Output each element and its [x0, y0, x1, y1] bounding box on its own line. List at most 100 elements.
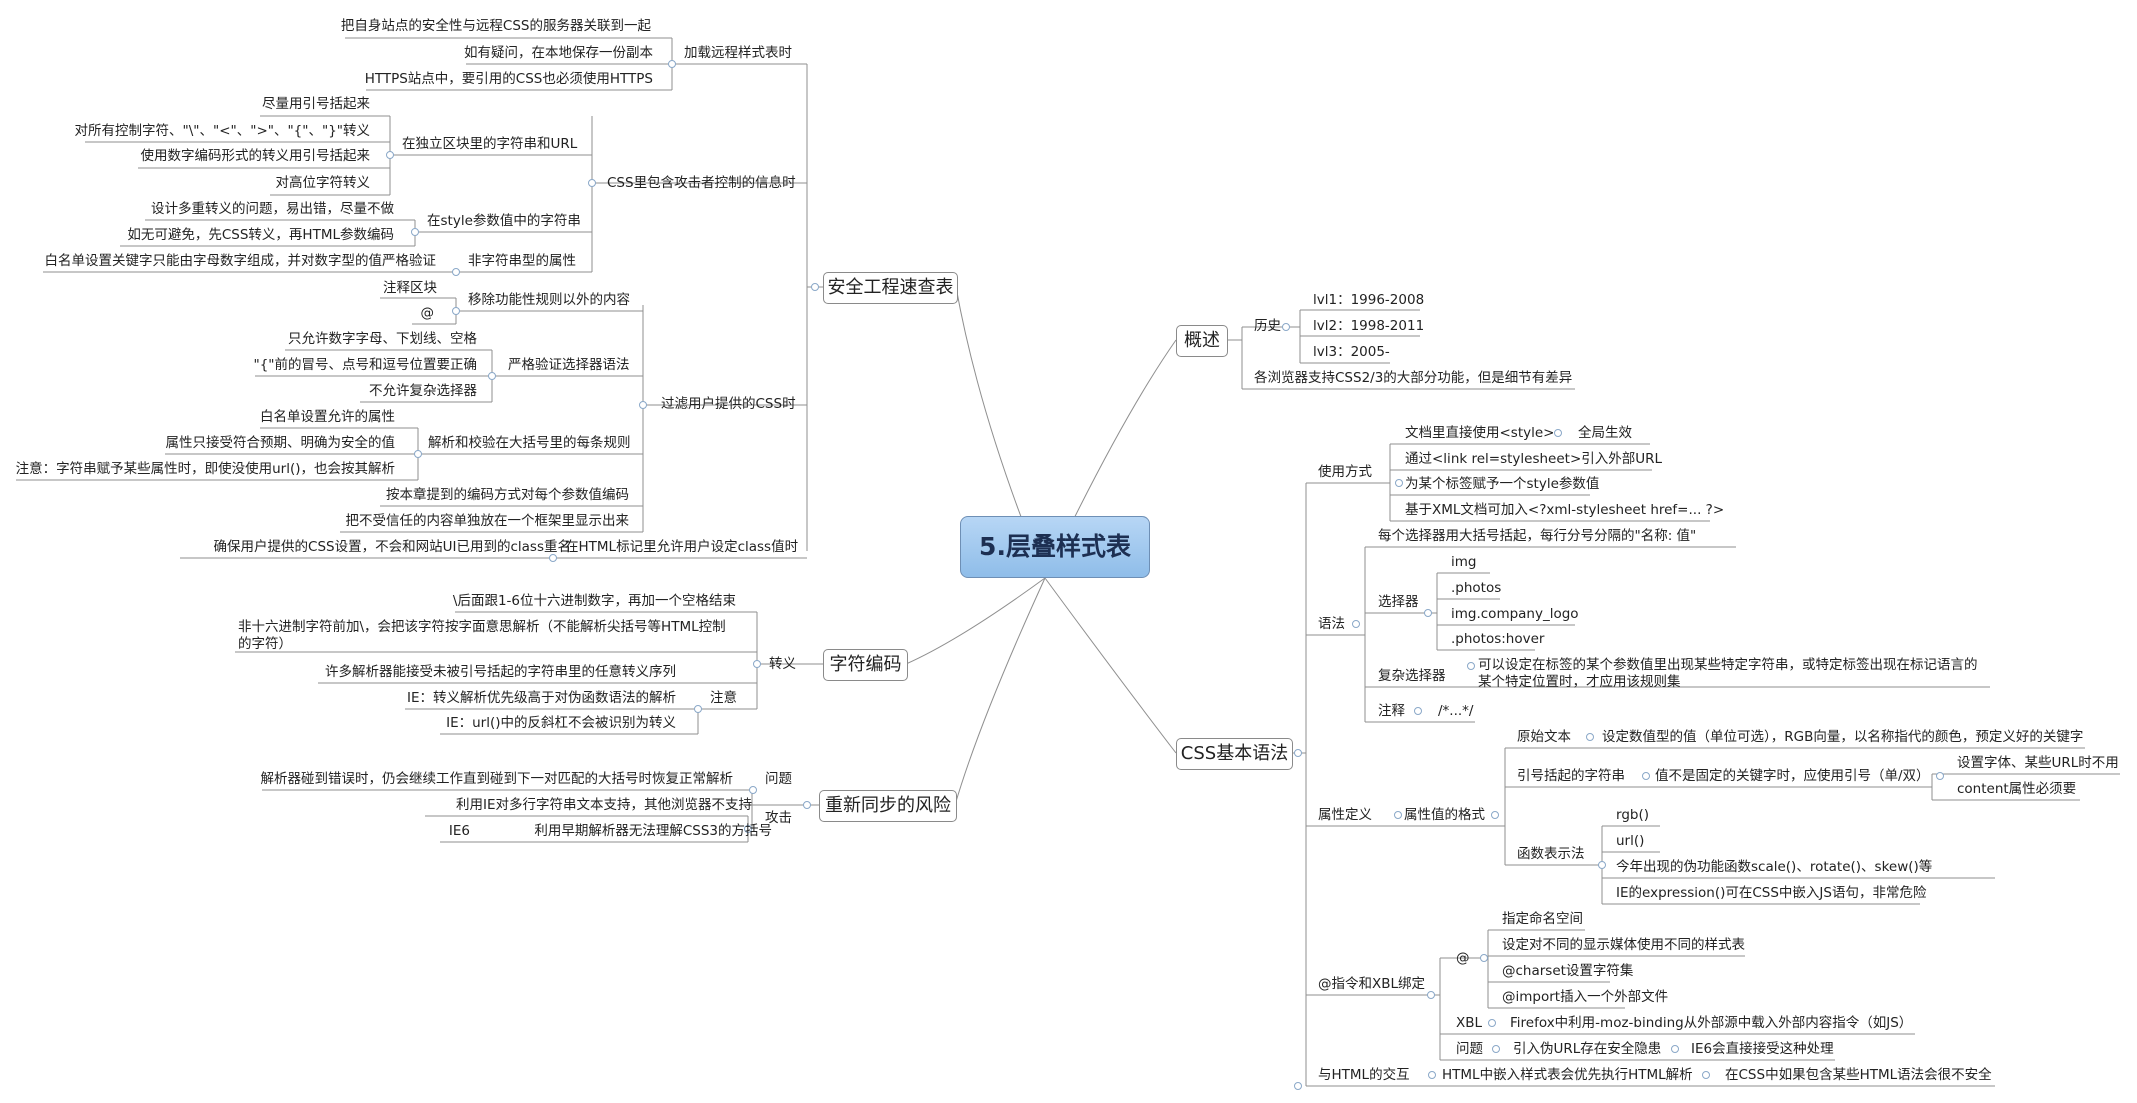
node-lvl1[interactable]: lvl1：1996-2008: [1313, 292, 1425, 308]
collapse-toggle-icon[interactable]: [414, 450, 422, 458]
node-avoid-multi-escape[interactable]: 设计多重转义的问题，易出错，尽量不做: [151, 201, 394, 217]
collapse-toggle-icon[interactable]: [694, 705, 702, 713]
collapse-toggle-icon[interactable]: [1294, 749, 1302, 757]
node-xbl[interactable]: XBL: [1456, 1015, 1483, 1031]
branch-css-basic-syntax[interactable]: CSS基本语法: [1176, 738, 1293, 770]
collapse-toggle-icon[interactable]: [1428, 1071, 1436, 1079]
node-filter-user-css[interactable]: 过滤用户提供的CSS时: [661, 396, 796, 412]
node-avoid-class-collision[interactable]: 确保用户提供的CSS设置，不会和网站UI已用到的class重名: [213, 539, 571, 555]
collapse-toggle-icon[interactable]: [452, 307, 460, 315]
collapse-toggle-icon[interactable]: [1586, 733, 1594, 741]
node-raw-text[interactable]: 原始文本: [1517, 729, 1571, 745]
collapse-toggle-icon[interactable]: [1554, 429, 1562, 437]
node-history[interactable]: 历史: [1254, 318, 1281, 334]
node-lvl3[interactable]: lvl3：2005-: [1313, 344, 1390, 360]
node-complex-selector-desc[interactable]: 可以设定在标签的某个参数值里出现某些特定字符串，或特定标签出现在标记语言的某个特…: [1478, 657, 1978, 690]
node-quote-strings[interactable]: 尽量用引号括起来: [262, 96, 370, 112]
collapse-toggle-icon[interactable]: [753, 660, 761, 668]
node-loading-remote-stylesheet[interactable]: 加载远程样式表时: [684, 45, 792, 61]
collapse-toggle-icon[interactable]: [668, 60, 676, 68]
node-escape[interactable]: 转义: [769, 656, 796, 672]
collapse-toggle-icon[interactable]: [1488, 1019, 1496, 1027]
node-fn-url[interactable]: url(): [1616, 833, 1645, 849]
node-parse-each-rule[interactable]: 解析和校验在大括号里的每条规则: [428, 435, 631, 451]
node-hex-escape[interactable]: \后面跟1-6位十六进制数字，再加一个空格结束: [452, 593, 736, 609]
collapse-toggle-icon[interactable]: [549, 554, 557, 562]
node-remote-css-security[interactable]: 把自身站点的安全性与远程CSS的服务器关联到一起: [340, 18, 651, 34]
collapse-toggle-icon[interactable]: [1414, 707, 1422, 715]
collapse-toggle-icon[interactable]: [1395, 479, 1403, 487]
node-https-css[interactable]: HTTPS站点中，要引用的CSS也必须使用HTTPS: [364, 71, 653, 87]
collapse-toggle-icon[interactable]: [1467, 662, 1475, 670]
node-keep-local-copy[interactable]: 如有疑问，在本地保存一份副本: [464, 45, 653, 61]
node-attacker-controlled-css[interactable]: CSS里包含攻击者控制的信息时: [607, 175, 796, 191]
node-syntax[interactable]: 语法: [1318, 616, 1345, 632]
node-fonts-urls-no-quotes[interactable]: 设置字体、某些URL时不用: [1957, 755, 2119, 771]
collapse-toggle-icon[interactable]: [1282, 323, 1290, 331]
node-validate-selectors[interactable]: 严格验证选择器语法: [508, 357, 630, 373]
collapse-toggle-icon[interactable]: [749, 786, 757, 794]
branch-security-cheatsheet[interactable]: 安全工程速查表: [823, 272, 958, 304]
node-usage[interactable]: 使用方式: [1318, 464, 1372, 480]
collapse-toggle-icon[interactable]: [588, 179, 596, 187]
node-fn-rgb[interactable]: rgb(): [1616, 807, 1649, 823]
node-comments[interactable]: 注释: [1378, 703, 1405, 719]
collapse-toggle-icon[interactable]: [1598, 861, 1606, 869]
node-quoted-strings[interactable]: 引号括起的字符串: [1517, 768, 1625, 784]
node-ie6[interactable]: IE6: [448, 823, 470, 839]
node-import[interactable]: @import插入一个外部文件: [1502, 989, 1669, 1005]
node-moz-binding[interactable]: Firefox中利用-moz-binding从外部源中载入外部内容指令（如JS）: [1510, 1015, 1913, 1031]
node-allow-alnum[interactable]: 只允许数字字母、下划线、空格: [288, 331, 477, 347]
node-at-xbl-binding[interactable]: @指令和XBL绑定: [1318, 976, 1426, 992]
node-lvl2[interactable]: lvl2：1998-2011: [1313, 318, 1425, 334]
node-punctuation-position[interactable]: "{"前的冒号、点号和逗号位置要正确: [253, 357, 477, 373]
collapse-toggle-icon[interactable]: [803, 801, 811, 809]
node-media-stylesheets[interactable]: 设定对不同的显示媒体使用不同的样式表: [1502, 937, 1745, 953]
node-whitelist-keywords[interactable]: 白名单设置关键字只能由字母数字组成，并对数字型的值严格验证: [44, 253, 437, 269]
node-selectors[interactable]: 选择器: [1378, 594, 1419, 610]
node-quote-numeric-escapes[interactable]: 使用数字编码形式的转义用引号括起来: [140, 148, 371, 164]
node-functional-notation[interactable]: 函数表示法: [1517, 846, 1585, 862]
collapse-toggle-icon[interactable]: [744, 825, 752, 833]
collapse-toggle-icon[interactable]: [1424, 609, 1432, 617]
node-comment-blocks[interactable]: 注释区块: [383, 280, 437, 296]
node-charset[interactable]: @charset设置字符集: [1502, 963, 1634, 979]
node-global-effect[interactable]: 全局生效: [1578, 425, 1632, 441]
node-isolate-in-frame[interactable]: 把不受信任的内容单独放在一个框架里显示出来: [345, 513, 630, 529]
node-value-format[interactable]: 属性值的格式: [1404, 807, 1485, 823]
node-problem[interactable]: 问题: [765, 771, 792, 787]
node-user-class-values[interactable]: 在HTML标记里允许用户设定class值时: [565, 539, 799, 555]
collapse-toggle-icon[interactable]: [1642, 772, 1650, 780]
node-no-complex-selectors[interactable]: 不允许复杂选择器: [369, 383, 477, 399]
node-pseudo-functions[interactable]: 今年出现的伪功能函数scale()、rotate()、skew()等: [1616, 859, 1933, 875]
collapse-toggle-icon[interactable]: [1294, 1082, 1302, 1090]
collapse-toggle-icon[interactable]: [386, 151, 394, 159]
node-parser-error-recovery[interactable]: 解析器碰到错误时，仍会继续工作直到碰到下一对匹配的大括号时恢复正常解析: [260, 771, 734, 787]
collapse-toggle-icon[interactable]: [1427, 991, 1435, 999]
collapse-toggle-icon[interactable]: [1936, 772, 1944, 780]
node-ie-expression[interactable]: IE的expression()可在CSS中嵌入JS语句，非常危险: [1616, 885, 1927, 901]
node-ie6-accepts[interactable]: IE6会直接接受这种处理: [1691, 1041, 1834, 1057]
node-selector-hover[interactable]: .photos:hover: [1451, 631, 1545, 647]
collapse-toggle-icon[interactable]: [1480, 954, 1488, 962]
node-attack[interactable]: 攻击: [765, 810, 792, 826]
node-property-definition[interactable]: 属性定义: [1318, 807, 1372, 823]
node-notes[interactable]: 注意: [710, 690, 737, 706]
node-unquoted-escapes[interactable]: 许多解析器能接受未被引号括起的字符串里的任意转义序列: [325, 664, 676, 680]
collapse-toggle-icon[interactable]: [1702, 1071, 1710, 1079]
node-link-stylesheet[interactable]: 通过<link rel=stylesheet>引入外部URL: [1405, 451, 1663, 467]
collapse-toggle-icon[interactable]: [1492, 1045, 1500, 1053]
collapse-toggle-icon[interactable]: [1671, 1045, 1679, 1053]
node-css3-brackets[interactable]: 利用早期解析器无法理解CSS3的方括号: [534, 823, 772, 839]
node-strings-in-style-attr[interactable]: 在style参数值中的字符串: [427, 213, 581, 229]
node-selector-photos[interactable]: .photos: [1451, 580, 1502, 596]
branch-resync-risk[interactable]: 重新同步的风险: [819, 790, 957, 822]
node-nonhex-escape[interactable]: 非十六进制字符前加\，会把该字符按字面意思解析（不能解析尖括号等HTML控制的字…: [238, 619, 726, 652]
collapse-toggle-icon[interactable]: [488, 372, 496, 380]
node-ie-escape-priority[interactable]: IE：转义解析优先级高于对伪函数语法的解析: [406, 690, 676, 706]
collapse-toggle-icon[interactable]: [1352, 620, 1360, 628]
node-content-requires-quotes[interactable]: content属性必须要: [1957, 781, 2077, 797]
node-namespace[interactable]: 指定命名空间: [1502, 911, 1583, 927]
node-rule-format[interactable]: 每个选择器用大括号括起，每行分号分隔的"名称: 值": [1378, 528, 1697, 544]
node-xml-stylesheet[interactable]: 基于XML文档可加入<?xml-stylesheet href=... ?>: [1405, 502, 1725, 518]
